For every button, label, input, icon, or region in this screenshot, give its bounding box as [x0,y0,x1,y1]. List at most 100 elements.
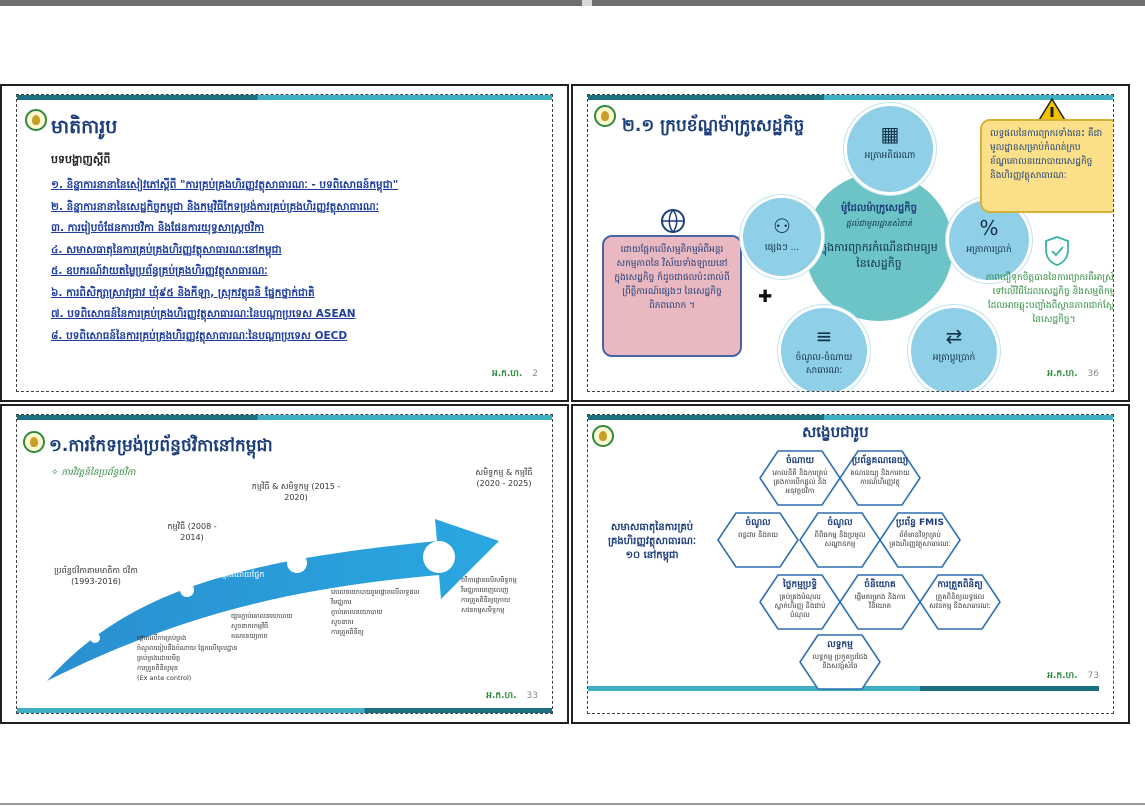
slide-1: មាតិការូប បទបង្ហាញស្ដីពី ១. និន្នាការនាន… [16,94,553,392]
bullet-item: ថវិកាផ្ដោតលើសមិទ្ធកម្ម [461,576,517,584]
milestone-label: សមិទ្ធកម្ម & កម្មវិធី (2020 - 2025) [475,468,533,488]
slide-footer: អ.ក.ហ.33 [486,690,538,703]
center-title: ម៉ូដែលម៉ាក្រូសេដ្ឋកិច្ច [841,203,917,214]
shield-check-icon [1045,236,1069,266]
slide-thumb-4[interactable]: សង្ខេបជារូប សមាសធាតុនៃការគ្រប់គ្រងហិរញ្ញ… [571,404,1130,724]
bullet-item: ការត្រួតពិនិត្យក្រោយ [461,596,511,604]
footer-label: អ.ក.ហ. [1047,369,1078,379]
percent-arrows-icon: % [979,216,999,240]
bullet-item: វិមជ្ឈការ [331,598,352,606]
bullet-item: (Ex ante control) [137,674,192,682]
ministry-logo-icon [592,425,614,447]
node-others: ⚇ផ្សេងៗ ... [740,195,824,279]
ministry-logo-icon [25,109,47,131]
slide-bottom-bar [17,708,552,713]
slide-title: សង្ខេបជារូប [802,423,869,441]
slide-title: ១.ការកែទម្រង់ប្រព័ន្ធថវិកានៅកម្ពុជា [49,436,273,456]
warning-callout: លទ្ធផលនៃការព្យាករទាំងនេះ គឺជាមូលដ្ឋានសម្… [980,119,1113,213]
bullet-item: ផ្សារភ្ជាប់គោលនយោបាយ [231,612,293,620]
bullet-item: សវនកម្មសមិទ្ធកម្ម [461,606,505,614]
page-number: 73 [1087,671,1099,681]
slide-top-bar [17,415,552,420]
hex-title: ចំណូល [827,518,853,528]
slide-thumb-1[interactable]: មាតិការូប បទបង្ហាញស្ដីពី ១. និន្នាការនាន… [0,84,569,402]
slide-thumb-3[interactable]: ១.ការកែទម្រង់ប្រព័ន្ធថវិកានៅកម្ពុជា ✧ កា… [0,404,569,724]
slide-2: ២.១ ក្របខ័ណ្ឌម៉ាក្រូសេដ្ឋកិច្ច ដោយផ្អែកល… [587,94,1114,392]
hex-body: គោលនីតិ និងការគ្រប់គ្រងការបើកផ្ដល់ និងអន… [772,469,828,495]
slide-thumb-2[interactable]: ២.១ ក្របខ័ណ្ឌម៉ាក្រូសេដ្ឋកិច្ច ដោយផ្អែកល… [571,84,1130,402]
bullet-item: ផ្ដោតលើការគ្រប់គ្រង [137,634,187,642]
hex-component: ចំនិយោគផ្ដើមគម្រោង និងការវិនិយោគ [838,573,922,631]
hex-body: ពិពិធកម្ម និងប្រមូលសណ្ឋានកម្ម [814,531,866,548]
bullet-item: សូចនាករ [331,618,354,626]
toc-link[interactable]: ១. និន្នាការនានានៃសៀវភៅស្ដីពី "ការគ្រប់គ… [51,179,399,191]
node-inflation: ▦អត្រាអតិផរណា [844,103,936,195]
hexagon-shape [759,574,841,630]
bottom-rule [0,803,1145,805]
scroll-handle[interactable] [582,0,592,6]
bullet-group: ផ្សារភ្ជាប់គោលនយោបាយសូចនាករកម្មវិធីគណនេយ… [231,611,293,641]
bullet-group: ថវិកាផ្ដោតលើសមិទ្ធកម្មវិមជ្ឈការពេញលេញការ… [461,575,517,615]
hex-title: ប្រព័ន្ធ FMIS [896,518,944,528]
toc-list: ១. និន្នាការនានានៃសៀវភៅស្ដីពី "ការគ្រប់គ… [51,175,398,347]
globe-network-icon [661,209,685,233]
slide-footer: អ.ក.ហ. 2 [492,368,538,381]
slide-4: សង្ខេបជារូប សមាសធាតុនៃការគ្រប់គ្រងហិរញ្ញ… [587,414,1114,714]
arrow-label: ថវិកាកម្មវិធីដោយផ្នែក [201,570,265,579]
arrow-label: ថវិកាកម្មវិធីពេញលេញ [313,538,380,547]
timeline-arrow [47,519,499,681]
bullet-item: វិមជ្ឈការពេញលេញ [461,586,509,594]
hexagon-shape [717,512,799,568]
ministry-logo-icon [594,105,616,127]
milestone-label: កម្មវិធី & សមិទ្ធកម្ម (2015 - 2020) [251,482,341,502]
subtitle-text: ការវិវត្តន៍នៃប្រព័ន្ធថវិកា [61,468,136,478]
hex-title: លទ្ធកម្ម [827,640,853,650]
milestone-label: កម្មវិធី (2008 - 2014) [167,522,217,542]
toc-link[interactable]: ៣. ការរៀបចំផែនការថវិកា និងផែនការយុទ្ធសាស… [51,222,265,234]
page-number: 36 [1087,369,1099,379]
right-note: ភាពជឿទុកចិត្តបាននៃការព្យាករគឺអាស្រ័យទៅលើ… [985,273,1114,325]
plus-icon: ✚ [758,287,773,307]
page-number: 2 [532,369,538,379]
toc-link[interactable]: ៧. បទពិសោធន៍នៃការគ្រប់គ្រងហិរញ្ញវត្ថុសាធ… [51,308,356,320]
hex-component: ចំណាយគោលនីតិ និងការគ្រប់គ្រងការបើកផ្ដល់ … [758,449,842,507]
hex-title: ចំណូល [745,518,771,528]
bullet-item: ការត្រួតពិនិត្យ [331,628,364,636]
hex-title: ថ្លៃកម្មប្រទ្ធិ [782,580,818,590]
hex-component: ការត្រួតពិនិត្យត្រួតពិនិត្យលទ្ធផល សវនកម្… [918,573,1002,631]
toc-link[interactable]: ៨. បទពិសោធន៍នៃការគ្រប់គ្រងហិរញ្ញវត្ថុសាធ… [51,329,348,342]
toc-link[interactable]: ៥. ឧបករណ៍វាយតម្លៃប្រព័ន្ធគ្រប់គ្រងហិរញ្ញ… [51,265,268,277]
hex-body: គណនេយ្យ និងការរាយការណ៍ហិរញ្ញវត្ថុ [850,469,910,486]
toc-link[interactable]: ៦. ការពិសិក្សាស្រាវជ្រាវ ឃុំ៩៥ និងកីឡា, … [51,286,315,299]
node-revenue-expenditure: ≡ចំណូល-ចំណាយសាធារណៈ [778,305,870,391]
footer-label: អ.ក.ហ. [1047,671,1078,681]
bullet-group: គោលនយោបាយរួមផ្ដោតលើលទ្ធផលវិមជ្ឈការភ្ជាប់… [331,587,420,637]
toc-link[interactable]: ៤. សមាសធាតុនៃការគ្រប់គ្រងហិរញ្ញវត្ថុសាធា… [51,243,282,256]
node-label: អត្រាអតិផរណា [864,151,916,161]
hex-body: ផ្ដើមគម្រោង និងការវិនិយោគ [854,593,906,610]
hexagon-shape [799,512,881,568]
hex-component: ចំណូលពិពិធកម្ម និងប្រមូលសណ្ឋានកម្ម [798,511,882,569]
slide-top-bar [588,95,1113,100]
page-number: 33 [526,691,538,701]
toc-subtitle: បទបង្ហាញស្ដីពី [51,153,111,166]
money-exchange-icon: ⇄ [945,324,963,348]
milestone-label: ប្រព័ន្ធថវិកាតាមមាតិកា ថវិកា (1993-2016) [54,566,138,586]
hexagon-shape [919,574,1001,630]
center-body: ក្នុងការព្យាករកំណើនជាមធ្យមនៃសេដ្ឋកិច្ច [820,241,938,270]
hex-component: ប្រព័ន្ធគណនេយ្យគណនេយ្យ និងការរាយការណ៍ហិរ… [838,449,922,507]
bullet-item: គ្រប់គ្រងដោយមិត្ត [137,654,181,662]
hex-title: ការត្រួតពិនិត្យ [937,580,983,590]
bullet-item: ភ្ជាប់គោលនយោបាយ [331,608,383,616]
hex-title: ចំណាយ [785,456,815,466]
hex-component: ចំណូលពន្ធដារ និងគយ [716,511,800,569]
components-label: សមាសធាតុនៃការគ្រប់គ្រងហិរញ្ញវត្ថុសាធារណៈ… [607,522,697,561]
toc-link[interactable]: ២. និន្នាការនានានៃសេដ្ឋកិច្ចកម្ពុជា និងក… [51,200,379,213]
node-label: ផ្សេងៗ ... [764,243,800,253]
hexagon-shape [839,574,921,630]
hex-title: ចំនិយោគ [864,580,896,590]
bullet-item: គោលនយោបាយរួមផ្ដោតលើលទ្ធផល [331,588,420,596]
footer-label: អ.ក.ហ. [492,369,523,379]
slide-top-bar [17,95,552,100]
hexagon-shape [759,450,841,506]
